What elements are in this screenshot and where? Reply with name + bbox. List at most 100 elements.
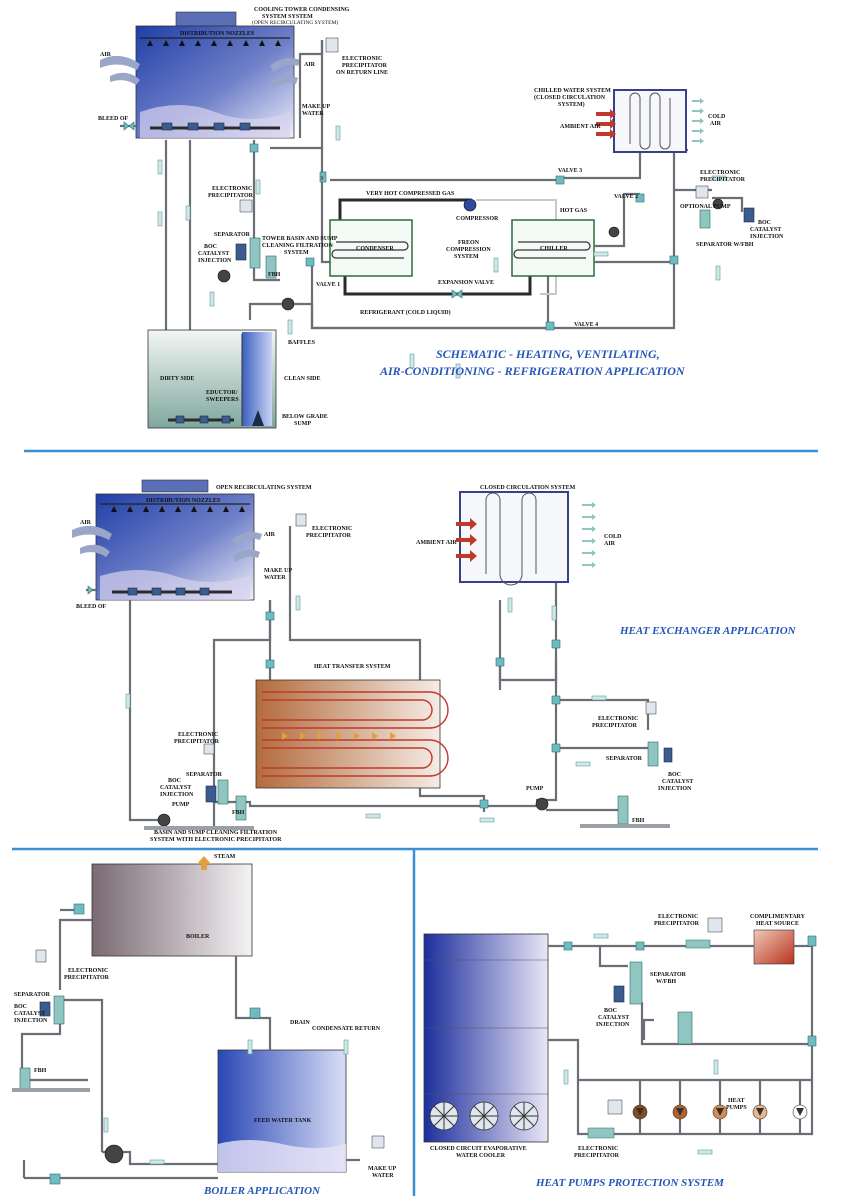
- hx-basin-label-2: SYSTEM WITH ELECTRONIC PRECIPITATOR: [150, 837, 282, 843]
- ep-return-label-3: ON RETURN LINE: [336, 70, 388, 76]
- hx-ep-right-label-2: PRECIPITATOR: [592, 723, 638, 729]
- eductor-label-1: EDUCTOR/: [206, 390, 238, 396]
- hx-ambient-air-label: AMBIENT AIR: [416, 540, 457, 546]
- boiler-feed-tank-label: FEED WATER TANK: [254, 1118, 312, 1124]
- hvac-title-line2: AIR-CONDITIONING - REFRIGERATION APPLICA…: [379, 364, 686, 378]
- make-up-water-label: MAKE UP: [302, 104, 330, 110]
- closed-circulation-unit: [459, 491, 569, 583]
- heat-pumps-section: ELECTRONIC PRECIPITATOR COMPLIMENTARY HE…: [423, 914, 817, 1189]
- boiler-ep-label-2: PRECIPITATOR: [64, 975, 110, 981]
- hx-ep-left-label-2: PRECIPITATOR: [174, 739, 220, 745]
- hx-cold-air-label-1: COLD: [604, 534, 622, 540]
- valve-4-label: VALVE 4: [574, 322, 598, 328]
- hx-ep-top-label-2: PRECIPITATOR: [306, 533, 352, 539]
- boiler-boc-label-1: BOC: [14, 1004, 27, 1010]
- hot-gas-label: HOT GAS: [560, 208, 588, 214]
- eductor-label-2: SWEEPERS: [206, 397, 239, 403]
- separator-icon: [249, 237, 261, 269]
- flow-arrows-hp: [563, 933, 719, 1155]
- cold-air-label-2: AIR: [710, 121, 722, 127]
- heat-transfer-box: [255, 679, 441, 789]
- condenser-label: CONDENSER: [356, 246, 394, 252]
- valve-3-icon: [555, 175, 565, 185]
- separator-label: SEPARATOR: [214, 232, 251, 238]
- below-grade-label-1: BELOW GRADE: [282, 414, 328, 420]
- hp-cooler-label-1: CLOSED CIRCUIT EVAPORATIVE: [430, 1146, 527, 1152]
- boiler-condensate-label: CONDENSATE RETURN: [312, 1026, 381, 1032]
- valve-1-icon: [305, 257, 315, 267]
- boiler-vessel: [91, 863, 253, 957]
- boc-label-3: INJECTION: [198, 258, 232, 264]
- hp-boc-label-3: INJECTION: [596, 1022, 630, 1028]
- distribution-nozzles: [147, 40, 281, 46]
- valve-3-label: VALVE 3: [558, 168, 582, 174]
- hp-ep-top-label-2: PRECIPITATOR: [654, 921, 700, 927]
- steam-arrow-icon: [197, 856, 211, 870]
- ep-right-label-2: PRECIPITATOR: [700, 177, 746, 183]
- boc-right-label-3: INJECTION: [750, 234, 784, 240]
- hx-pump-left-icon: [157, 813, 171, 827]
- hx-cold-air-label-2: AIR: [604, 541, 616, 547]
- compressor-icon: [463, 198, 477, 212]
- ep-return-label-2: PRECIPITATOR: [342, 63, 388, 69]
- chilled-water-label-2: (CLOSED CIRCULATION: [534, 94, 606, 101]
- boiler-steam-label: STEAM: [214, 854, 236, 860]
- hp-ep-bottom-label-1: ELECTRONIC: [578, 1146, 618, 1152]
- freon-label-1: FREON: [458, 240, 480, 246]
- condenser-box: [329, 219, 413, 277]
- boiler-separator-label: SEPARATOR: [14, 992, 51, 998]
- pump-basin-icon: [281, 297, 295, 311]
- hx-heat-transfer-label: HEAT TRANSFER SYSTEM: [314, 664, 391, 670]
- valve-4-icon: [545, 321, 555, 331]
- hx-closed-circ-label: CLOSED CIRCULATION SYSTEM: [480, 485, 576, 491]
- air-arrows-left: [100, 55, 140, 85]
- hx-boc-r-label-1: BOC: [668, 772, 681, 778]
- hx-boc-label-3: INJECTION: [160, 792, 194, 798]
- boiler-title: BOILER APPLICATION: [203, 1185, 321, 1197]
- cooling-tower-sub2: (OPEN RECIRCULATING SYSTEM): [252, 19, 338, 26]
- hp-title: HEAT PUMPS PROTECTION SYSTEM: [535, 1177, 725, 1189]
- boiler-boc-label-3: INJECTION: [14, 1018, 48, 1024]
- boc-right-label-2: CATALYST: [750, 227, 781, 233]
- hx-pump-right-icon: [535, 797, 549, 811]
- hx-air-left-label: AIR: [80, 520, 92, 526]
- hx-separator-label: SEPARATOR: [186, 772, 223, 778]
- expansion-valve-icon: [451, 289, 463, 299]
- boiler-boc-label-2: CATALYST: [14, 1011, 45, 1017]
- distribution-nozzles-label: DISTRIBUTION NOZZLES: [180, 31, 255, 37]
- compressor-label: COMPRESSOR: [456, 216, 499, 222]
- bleed-of-label: BLEED OF: [98, 116, 129, 122]
- air-left-label: AIR: [100, 52, 112, 58]
- hx-fbh-label: FBH: [232, 810, 245, 816]
- hx-pump-label: PUMP: [172, 802, 190, 808]
- hp-boc-label-1: BOC: [604, 1008, 617, 1014]
- hx-air-right-label: AIR: [264, 532, 276, 538]
- separator-fbh-label: SEPARATOR W/FBH: [696, 242, 754, 248]
- clean-side-sump: [242, 332, 272, 426]
- complimentary-heat-source: [753, 929, 795, 965]
- hp-complimentary-label-1: COMPLIMENTARY: [750, 914, 806, 920]
- valve-2-label: VALVE 2: [614, 194, 638, 200]
- chilled-water-label-1: CHILLED WATER SYSTEM: [534, 88, 611, 94]
- hx-nozzles-label: DISTRIBUTION NOZZLES: [146, 498, 221, 504]
- hx-boc-label-1: BOC: [168, 778, 181, 784]
- hx-boc-r-label-3: INJECTION: [658, 786, 692, 792]
- heat-pump-icons: [632, 1104, 808, 1120]
- very-hot-gas-label: VERY HOT COMPRESSED GAS: [366, 191, 455, 197]
- ep-right-label-1: ELECTRONIC: [700, 170, 740, 176]
- hx-title: HEAT EXCHANGER APPLICATION: [619, 625, 797, 637]
- hx-fbh-r-label: FBH: [632, 818, 645, 824]
- air-arrows-right: [270, 58, 300, 88]
- tower-fan-housing: [175, 11, 237, 27]
- hx-pump-r-label: PUMP: [526, 786, 544, 792]
- hp-complimentary-label-2: HEAT SOURCE: [756, 921, 799, 927]
- cooling-tower-title: COOLING TOWER CONDENSING: [254, 7, 350, 13]
- hp-separator-label-2: W/FBH: [656, 979, 676, 985]
- hp-heat-label-1: HEAT: [728, 1098, 745, 1104]
- hx-boc-r-label-2: CATALYST: [662, 779, 693, 785]
- hx-separator-r-label: SEPARATOR: [606, 756, 643, 762]
- hp-cooler-label-2: WATER COOLER: [456, 1153, 506, 1159]
- fbh-label: FBH: [268, 272, 281, 278]
- boc-injection-icon: [235, 243, 247, 261]
- cooler-fans: [429, 1101, 539, 1131]
